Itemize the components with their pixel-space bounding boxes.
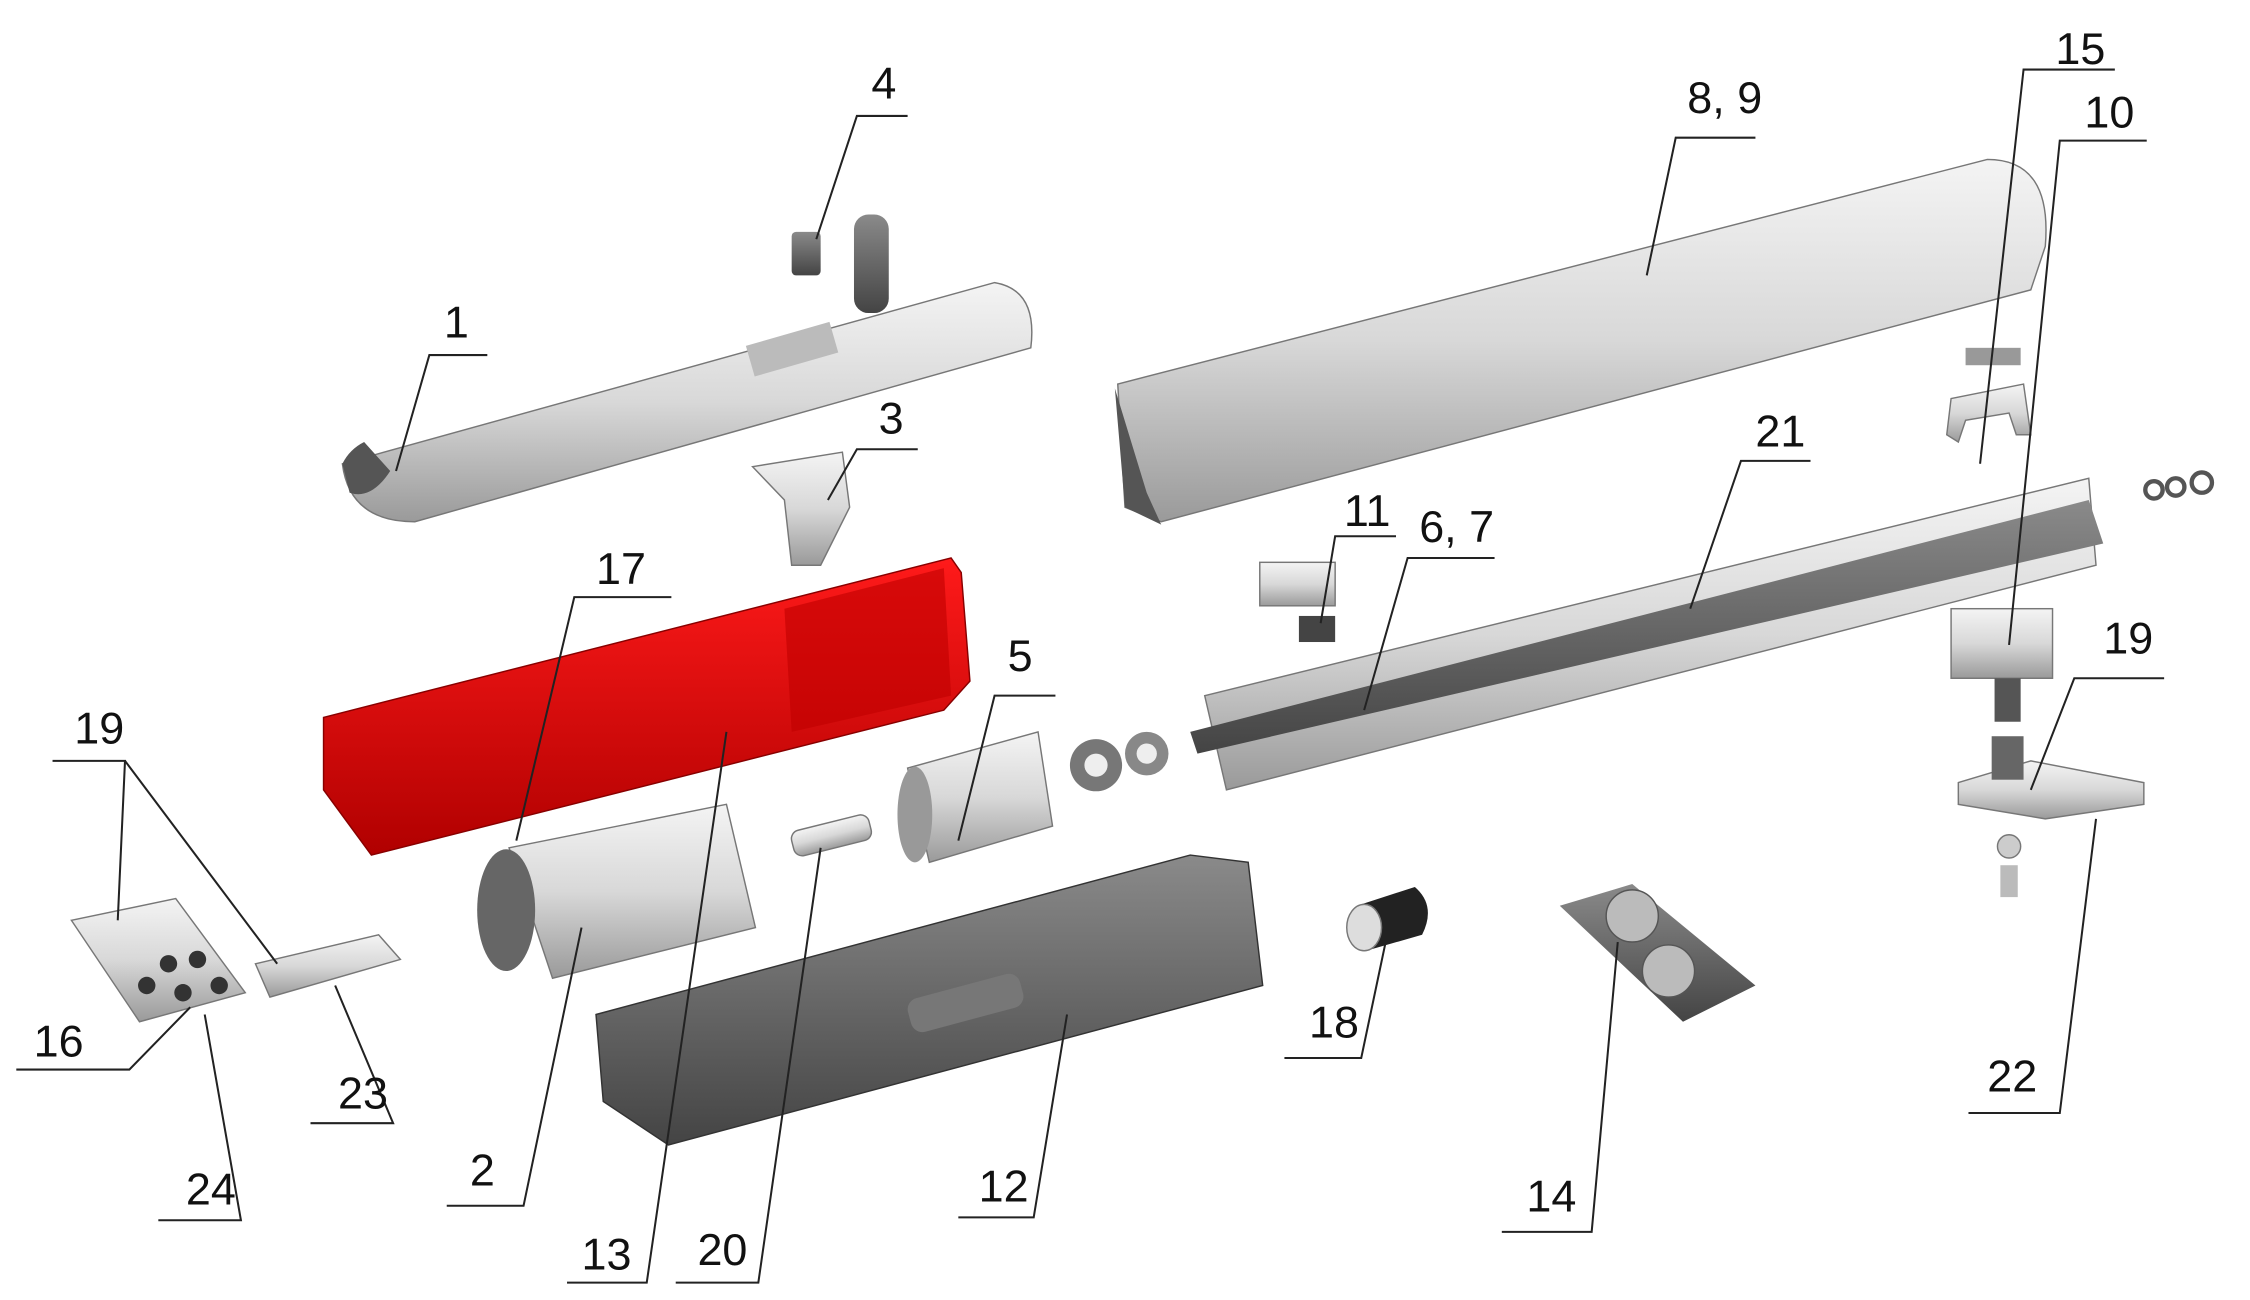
label-19-right: 19 (2103, 613, 2153, 664)
part-17-housing (322, 557, 971, 856)
label-14: 14 (1526, 1171, 1576, 1222)
part-4-key (791, 214, 889, 314)
label-2: 2 (470, 1145, 495, 1196)
part-8-9-cover (1114, 158, 2047, 525)
part-18-capacitor (1346, 886, 1428, 952)
label-21: 21 (1755, 405, 1805, 456)
part-23-link (254, 933, 402, 998)
label-13: 13 (582, 1229, 632, 1280)
label-3: 3 (879, 392, 904, 443)
label-10: 10 (2084, 87, 2134, 138)
label-15: 15 (2055, 23, 2105, 74)
part-15-clip (1945, 347, 2032, 444)
leader-lines (16, 68, 2165, 1284)
part-11-switch (1259, 561, 1336, 643)
label-23: 23 (338, 1068, 388, 1119)
label-19-left: 19 (74, 702, 124, 753)
part-20-shaft (790, 814, 873, 857)
label-22: 22 (1987, 1050, 2037, 1101)
label-16: 16 (34, 1016, 84, 1067)
label-11: 11 (1344, 485, 1391, 536)
label-1: 1 (444, 297, 469, 348)
part-14-rollers (1559, 884, 1756, 1022)
label-12: 12 (979, 1160, 1029, 1211)
part-2-motor (477, 803, 757, 980)
part-10-arm (1950, 607, 2054, 722)
part-22-mount (1957, 736, 2145, 898)
label-4: 4 (871, 58, 896, 109)
label-20: 20 (697, 1224, 747, 1275)
part-12-base (595, 854, 1264, 1146)
part-1-cover (341, 281, 1033, 523)
part-3-bracket (751, 451, 851, 566)
part-21-rail (1190, 470, 2215, 791)
label-6-7: 6, 7 (1419, 501, 1494, 552)
label-17: 17 (596, 543, 646, 594)
part-5-gear (897, 730, 1169, 864)
label-5: 5 (1008, 630, 1033, 681)
part-16-plate (70, 897, 247, 1023)
label-18: 18 (1309, 997, 1359, 1048)
label-24: 24 (186, 1163, 236, 1214)
label-8-9: 8, 9 (1687, 72, 1762, 123)
